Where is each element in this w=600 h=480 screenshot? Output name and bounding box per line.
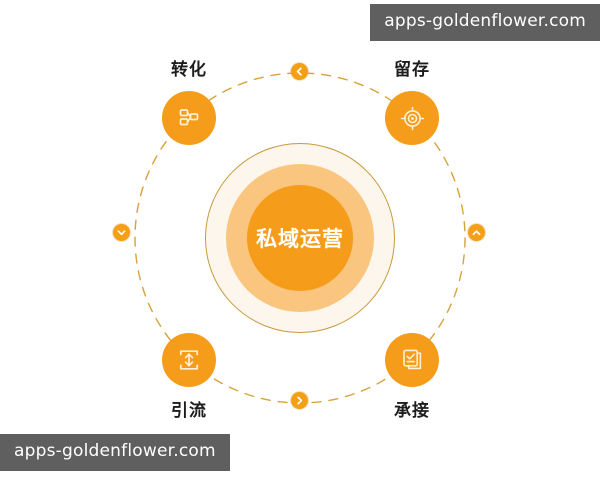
node-label-zhuanhua: 转化 bbox=[171, 60, 207, 80]
node-zhuanhua[interactable] bbox=[162, 91, 216, 145]
chevron-up-icon bbox=[472, 228, 481, 237]
sitemap-icon bbox=[176, 105, 202, 131]
chevron-left-icon bbox=[295, 67, 304, 76]
node-chengjie[interactable] bbox=[385, 333, 439, 387]
node-label-liucun: 留存 bbox=[394, 60, 430, 80]
upload-box-icon bbox=[176, 347, 202, 373]
watermark-bottom-left: apps-goldenflower.com bbox=[0, 434, 230, 471]
center-label: 私域运营 bbox=[256, 227, 344, 251]
flow-marker-bottom bbox=[291, 392, 308, 409]
chevron-right-icon bbox=[295, 396, 304, 405]
flow-marker-right bbox=[468, 224, 485, 241]
flow-marker-top bbox=[291, 63, 308, 80]
node-yinliu[interactable] bbox=[162, 333, 216, 387]
flow-marker-left bbox=[113, 224, 130, 241]
node-liucun[interactable] bbox=[385, 91, 439, 145]
document-check-icon bbox=[399, 347, 425, 373]
center-core-circle: 私域运营 bbox=[247, 185, 353, 291]
node-label-yinliu: 引流 bbox=[171, 401, 207, 421]
node-label-chengjie: 承接 bbox=[394, 401, 430, 421]
watermark-top-right: apps-goldenflower.com bbox=[370, 4, 600, 41]
chevron-down-icon bbox=[117, 228, 126, 237]
target-icon bbox=[399, 105, 426, 132]
